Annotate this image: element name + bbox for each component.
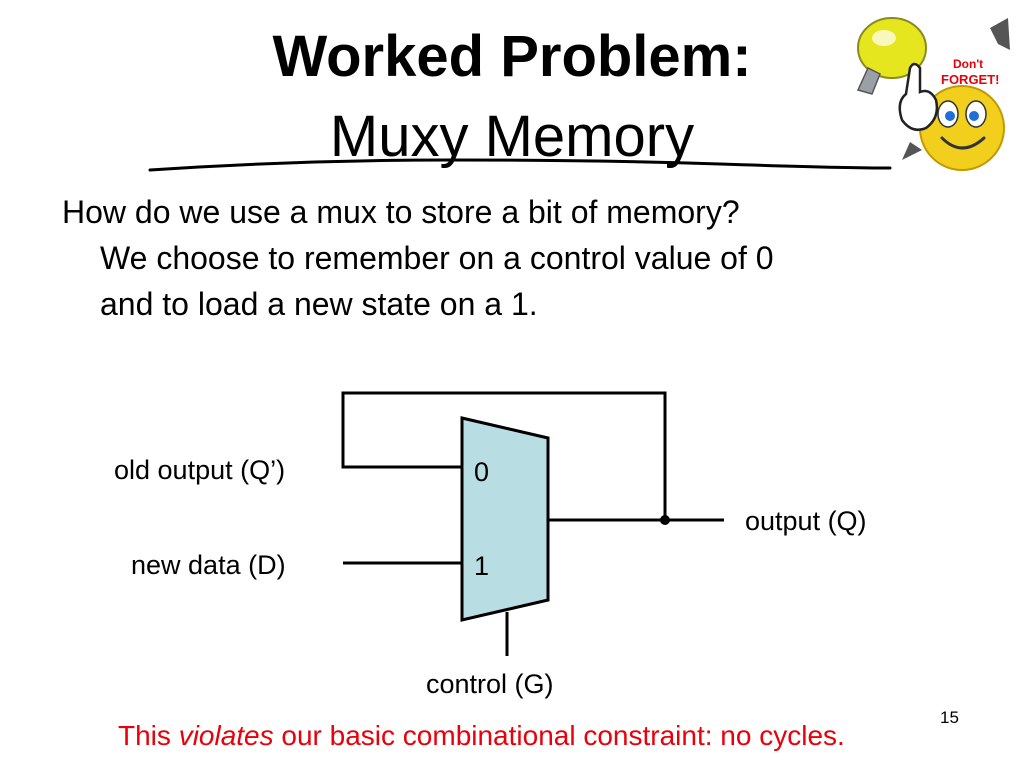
sticker-text-top: Don't xyxy=(953,57,983,71)
feedback-wire xyxy=(341,391,667,520)
mux-port-0: 0 xyxy=(474,457,489,487)
footnote-prefix: This xyxy=(118,720,179,751)
pointing-hand-icon xyxy=(898,62,939,131)
old-output-label: old output (Q’) xyxy=(114,455,286,485)
slide-title: Worked Problem: xyxy=(272,24,752,89)
pen-icon xyxy=(902,18,1010,160)
question-text: How do we use a mux to store a bit of me… xyxy=(62,194,740,230)
new-data-label: new data (D) xyxy=(131,550,286,580)
slide-subtitle: Muxy Memory xyxy=(329,104,695,169)
explanation-line-2: and to load a new state on a 1. xyxy=(100,286,538,322)
sticker-text-bottom: FORGET! xyxy=(941,72,1000,87)
mux-body xyxy=(460,416,550,622)
page-number: 15 xyxy=(940,708,959,727)
output-label: output (Q) xyxy=(745,506,867,536)
smiley-face-icon xyxy=(919,85,1005,171)
footnote-suffix: our basic combinational constraint: no c… xyxy=(273,720,845,751)
dont-forget-sticker: Don't FORGET! xyxy=(856,17,1010,171)
lightbulb-icon xyxy=(856,17,927,95)
junction-dot xyxy=(660,515,670,525)
control-label: control (G) xyxy=(426,669,554,699)
explanation-line-1: We choose to remember on a control value… xyxy=(100,240,774,276)
mux-port-1: 1 xyxy=(474,551,489,581)
footnote-emphasis: violates xyxy=(178,720,274,751)
footnote: This violates our basic combinational co… xyxy=(118,720,845,752)
